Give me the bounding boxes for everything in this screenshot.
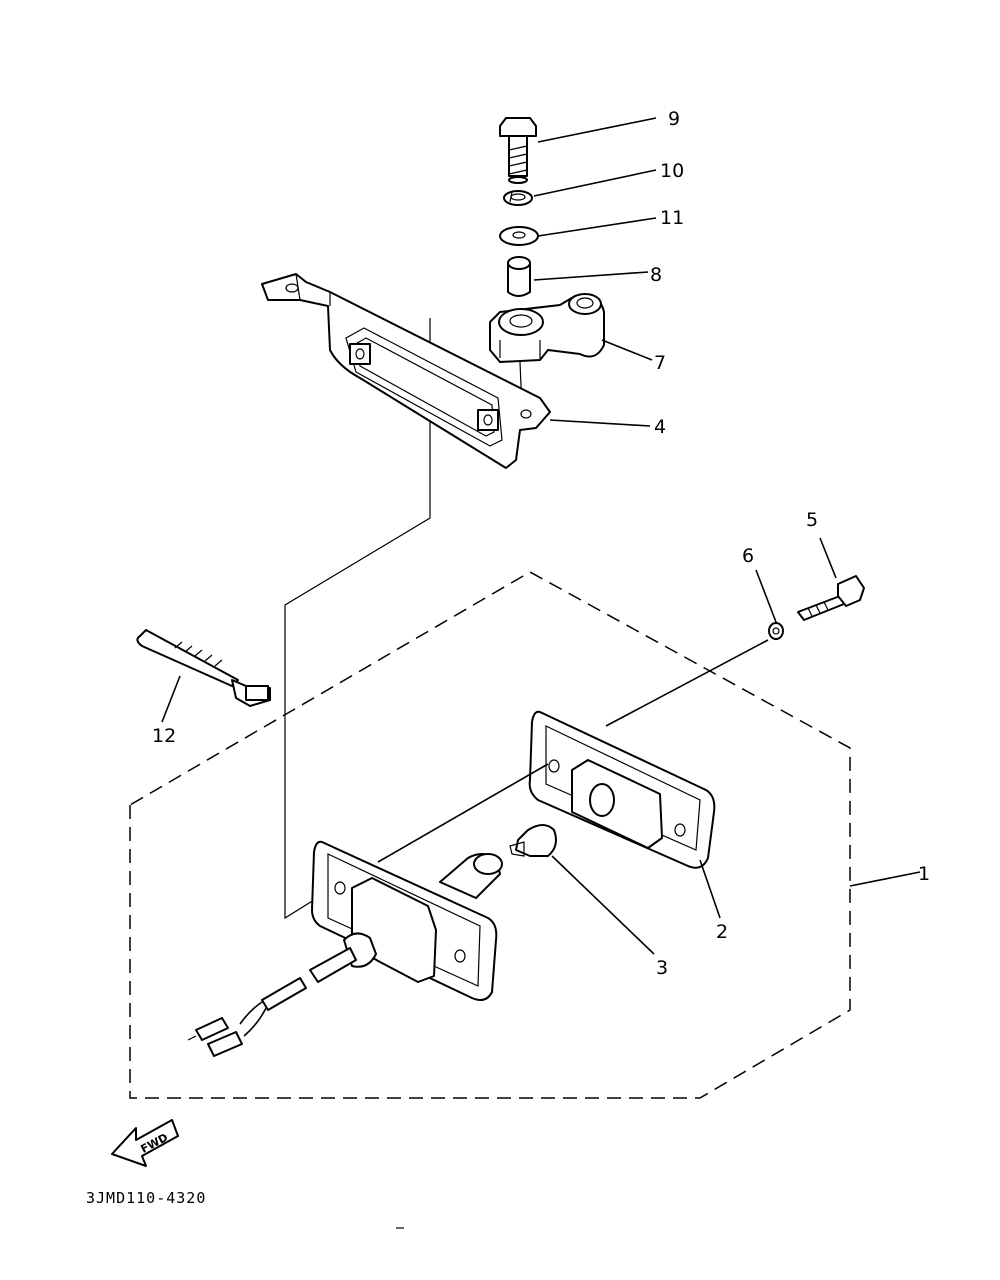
callout-12: 12 [152,725,176,747]
leader-lines [161,117,921,955]
callout-8: 8 [650,264,662,286]
cable-tie-part-12 [136,629,271,707]
bolt-part-5 [797,575,865,621]
callout-6: 6 [742,545,754,567]
callout-4: 4 [654,416,666,438]
assembly-guide-line [284,318,431,920]
fwd-arrow-icon: FWD [111,1119,179,1167]
callout-5: 5 [806,509,818,531]
bolt-part-9 [499,117,537,184]
washer-part-6 [768,622,784,640]
lock-washer-part-10 [503,190,533,206]
collar-part-8 [507,256,531,297]
lamp-housing [311,840,503,1001]
callout-10: 10 [660,160,684,182]
callout-7: 7 [654,352,666,374]
callout-1: 1 [918,863,930,885]
callout-3: 3 [656,957,668,979]
wire-harness [187,947,357,1057]
callout-9: 9 [668,108,680,130]
drawing-code: 3JMD110-4320 [86,1189,206,1207]
washer-part-11 [499,226,539,246]
lens-part-2 [528,710,716,869]
assembly-outline [129,571,851,1099]
callout-11: 11 [660,207,684,229]
bulb-part-3 [509,824,557,857]
callout-2: 2 [716,921,728,943]
stay-part-7 [489,293,605,363]
bracket-part-4 [261,273,551,469]
